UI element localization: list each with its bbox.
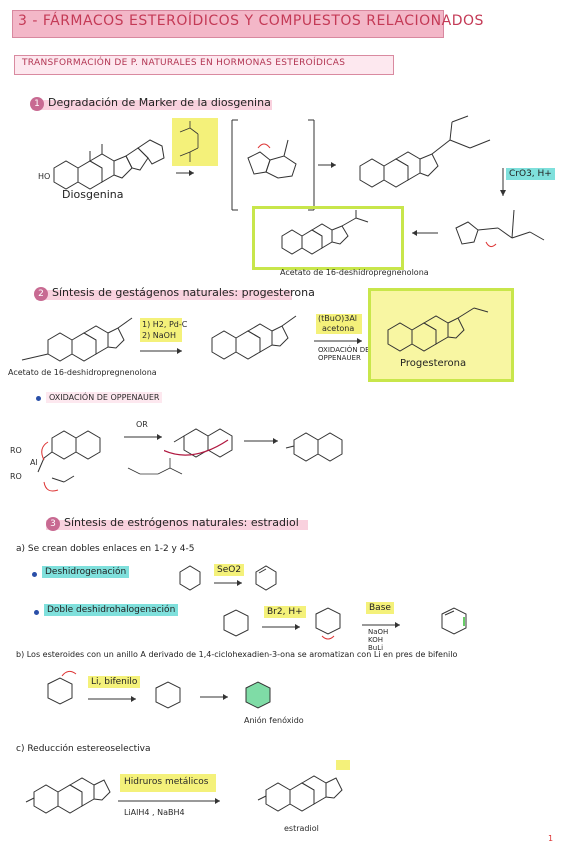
- hydride-label: Hidruros metálicos: [124, 777, 209, 787]
- reagent-br2: Br2, H+: [264, 606, 306, 618]
- page-title: 3 - FÁRMACOS ESTEROÍDICOS Y COMPUESTOS R…: [18, 13, 484, 29]
- pseudodiosgenin-structure: [359, 115, 491, 188]
- ho-label-1: HO: [38, 172, 51, 181]
- ro-label-2: RO: [10, 472, 22, 481]
- reagent-anhydride-box: [172, 118, 218, 166]
- subtitle-banner: [14, 55, 394, 75]
- step-1-label: 1) H2, Pd-C: [142, 320, 188, 329]
- estradiol-structure: [257, 760, 350, 812]
- section-1-title: Degradación de Marker de la diosgenina: [48, 96, 271, 109]
- al-label: Al: [30, 458, 38, 467]
- arrow-3: [412, 230, 438, 236]
- reagent-h2-box: [140, 318, 182, 342]
- pregnenolone-structure: [211, 315, 297, 360]
- estradiol-label: estradiol: [284, 824, 319, 833]
- base-2: KOH: [368, 636, 383, 644]
- progesterone-label: Progesterona: [400, 358, 467, 369]
- arrow-9: [262, 624, 300, 630]
- arrow-8: [214, 580, 242, 586]
- reagent-cro3: CrO3, H+: [506, 168, 555, 180]
- ro-label-1: RO: [10, 446, 22, 455]
- section-3-highlight: [46, 520, 308, 530]
- ring-a-2: [255, 565, 277, 591]
- aluminium-isopropoxide: [127, 458, 183, 475]
- hydride-list: LiAlH4 , NaBH4: [124, 808, 185, 817]
- arrow-12: [200, 694, 228, 700]
- base-1: NaOH: [368, 628, 389, 636]
- intermediate-1-structure: [231, 119, 315, 211]
- radical-anion-ring: [155, 681, 181, 709]
- reagent-tbuo: (tBuO)3Al: [318, 314, 358, 323]
- diosgenin-structure: [53, 139, 165, 190]
- bullet-dbl-dehydro: [34, 610, 39, 615]
- arrow-13: [118, 798, 220, 804]
- anhydride-structure: [179, 121, 199, 162]
- section-1-highlight: [32, 100, 272, 110]
- arrow-10: [362, 622, 400, 628]
- arrow-4: [140, 348, 182, 354]
- page-number: 1: [548, 834, 554, 843]
- section-3-number: 3: [46, 517, 60, 531]
- hydride-box: [120, 774, 216, 792]
- oppenauer-product: [285, 432, 343, 462]
- s3-a-title: a) Se crean dobles enlaces en 1-2 y 4-5: [16, 544, 195, 554]
- ring-a-diene: [441, 607, 467, 635]
- s3-b-title: b) Los esteroides con un anillo A deriva…: [16, 650, 458, 659]
- progesterone-structure: [387, 307, 489, 352]
- arrow-2: [318, 162, 336, 168]
- page-subtitle: TRANSFORMACIÓN DE P. NATURALES EN HORMON…: [22, 58, 346, 68]
- dibromo-ring: [315, 607, 341, 640]
- base-3: BuLi: [368, 644, 384, 652]
- arrow-1: [176, 170, 194, 176]
- section-1-number: 1: [30, 97, 44, 111]
- arrow-6: [124, 434, 162, 440]
- arrow-11: [88, 696, 136, 702]
- phenoxide-ring: [245, 681, 271, 709]
- section-2-title: Síntesis de gestágenos naturales: proges…: [52, 286, 315, 299]
- progesterone-box: [368, 288, 514, 382]
- estrone-structure: [25, 777, 111, 814]
- dpa-structure: [281, 210, 369, 255]
- ring-a-1: [179, 565, 201, 591]
- dpa-structure-2: [21, 317, 133, 362]
- reagent-base: Base: [366, 602, 394, 614]
- bases-list: NaOH KOH BuLi: [368, 628, 388, 652]
- phenoxide-label: Anión fenóxido: [244, 716, 304, 725]
- dpa-label: Acetato de 16-deshidropregnenolona: [280, 268, 429, 277]
- arrow-7: [244, 438, 278, 444]
- oppenauer-heading: OXIDACIÓN DE OPPENAUER: [46, 392, 163, 403]
- oppenauer-mechanism-2: [164, 428, 233, 458]
- product-16-dpa-box: [252, 206, 404, 270]
- section-2-highlight: [36, 290, 292, 300]
- dbl-dehydro-label: Doble deshidrohalogenación: [44, 604, 179, 616]
- reagent-seo2: SeO2: [214, 564, 245, 576]
- diosgenin-label: Diosgenina: [62, 188, 124, 201]
- reagent-li: Li, bifenilo: [88, 676, 141, 688]
- reagent-tbuo-box: [316, 314, 362, 334]
- step-2-label: 2) NaOH: [142, 331, 176, 340]
- title-banner: [12, 10, 444, 38]
- dehydro-label: Deshidrogenación: [42, 566, 130, 578]
- oppenauer-mechanism-1: [37, 430, 101, 492]
- s3-c-title: c) Reducción estereoselectiva: [16, 744, 151, 754]
- section-2-number: 2: [34, 287, 48, 301]
- ring-a-3: [223, 609, 249, 637]
- bullet-dehydro: [32, 572, 37, 577]
- arrow-down-1: [500, 168, 506, 196]
- or-label: OR: [136, 420, 148, 429]
- s2-start-label: Acetato de 16-deshidropregnenolona: [8, 368, 157, 377]
- intermediate-2-structure: [455, 209, 545, 248]
- bullet-oppenauer: [36, 396, 41, 401]
- reagent-acetona: acetona: [322, 324, 355, 333]
- dienone-ring: [47, 670, 77, 705]
- section-3-title: Síntesis de estrógenos naturales: estrad…: [64, 516, 299, 529]
- oppenauer-label-small: OXIDACIÓN DE OPPENAUER: [318, 346, 370, 362]
- arrow-5: [314, 338, 362, 344]
